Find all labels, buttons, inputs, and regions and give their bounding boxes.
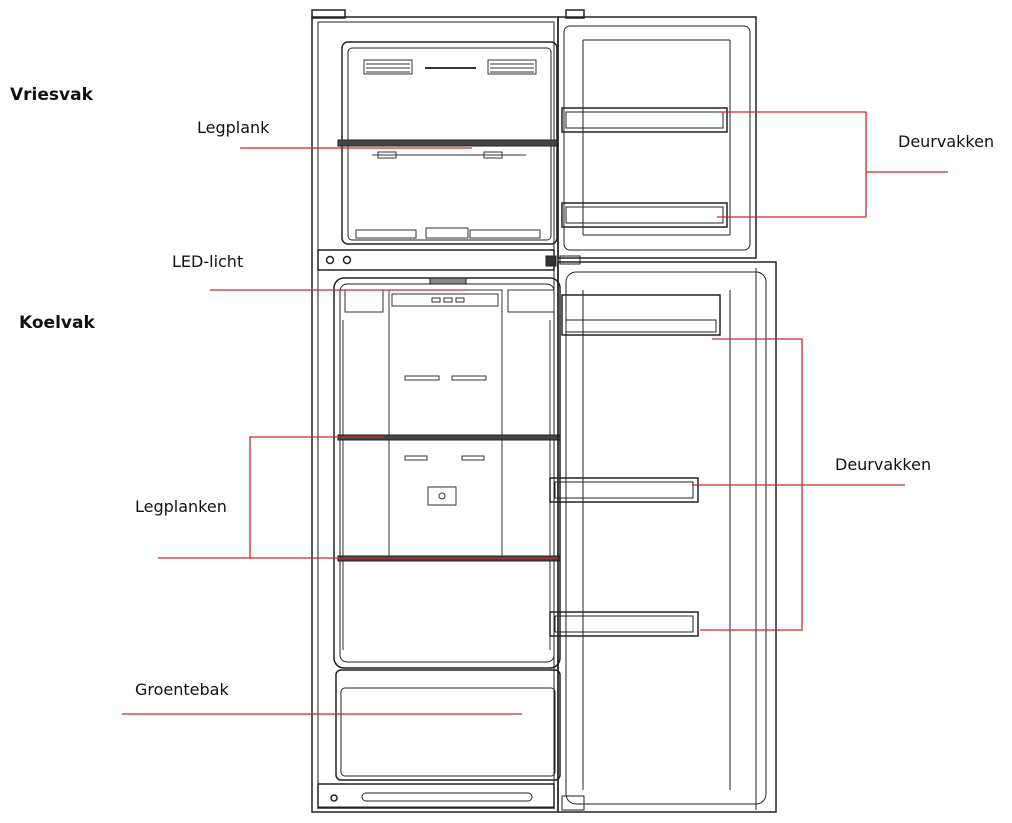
freezer-details [355, 59, 541, 239]
leader-freezer-door-bins [717, 111, 867, 218]
label-freezer-door-bins: Deurvakken [898, 132, 995, 151]
fridge-cabinet [311, 9, 585, 813]
freezer-section-title: Vriesvak [10, 85, 93, 105]
freezer-door-bins [561, 107, 728, 228]
label-led-light: LED-licht [172, 252, 244, 271]
fridge-shelves [337, 434, 561, 562]
fridge-door [557, 261, 777, 813]
hinges [545, 255, 585, 811]
fridge-section-title: Koelvak [19, 313, 95, 333]
fridge-door-bins [549, 294, 721, 637]
label-crisper: Groentebak [135, 680, 229, 699]
fridge-details [342, 289, 555, 650]
leader-lines [122, 111, 948, 715]
freezer-shelf [337, 139, 558, 147]
label-freezer-shelf: Legplank [197, 118, 270, 137]
led-light [429, 277, 467, 285]
label-fridge-shelves: Legplanken [135, 497, 227, 516]
label-fridge-door-bins: Deurvakken [835, 455, 932, 474]
